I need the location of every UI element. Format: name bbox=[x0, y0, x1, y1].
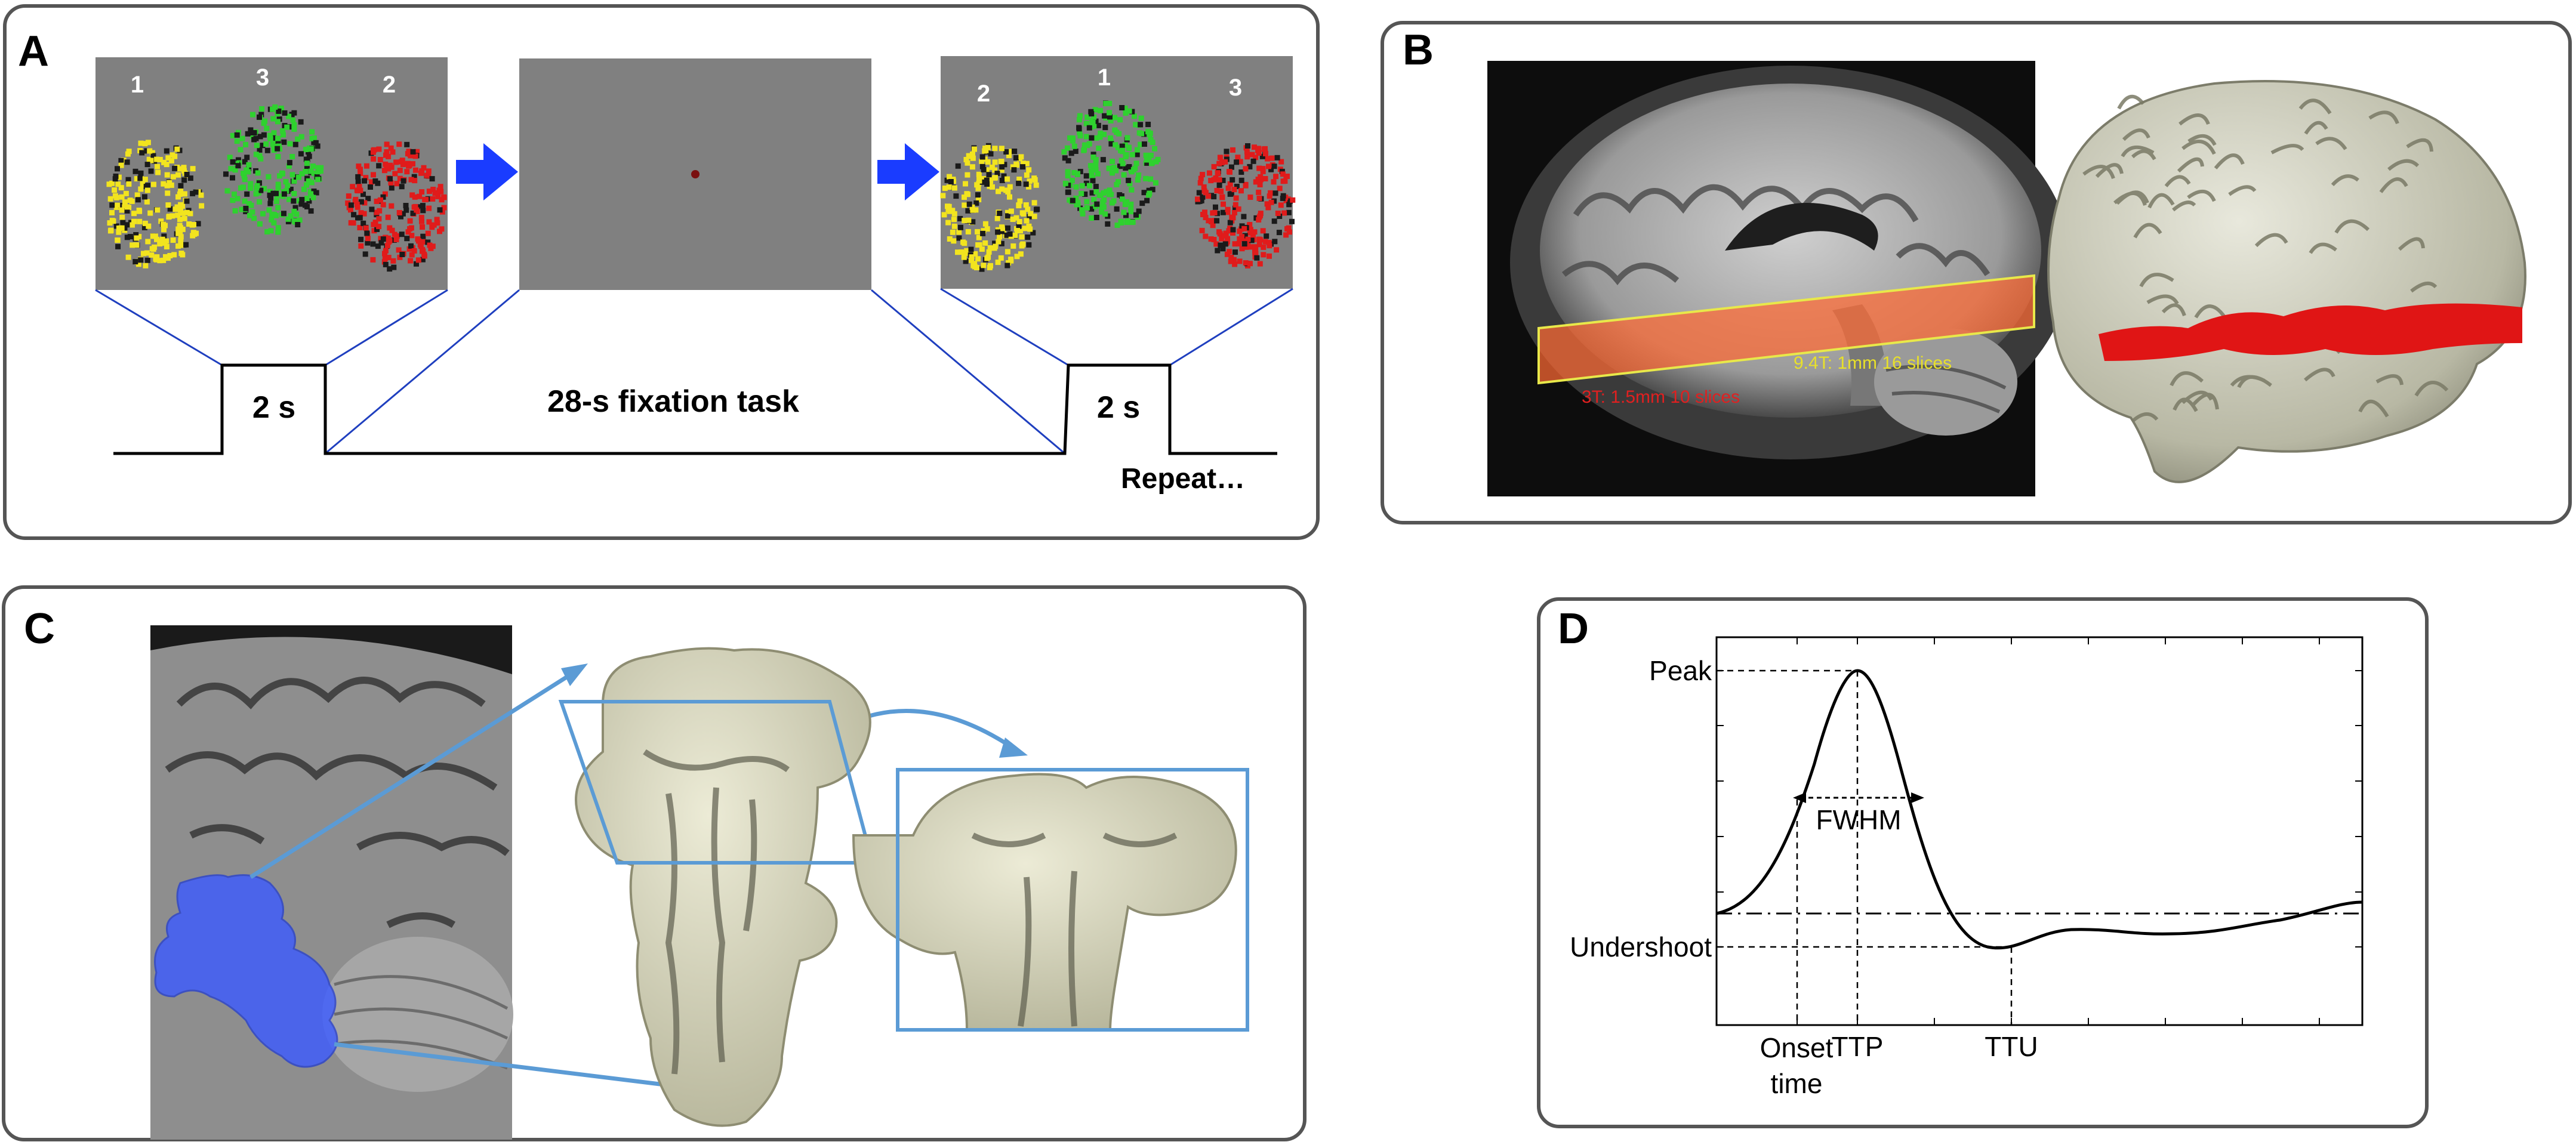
sagittal-mri-image bbox=[1487, 61, 2071, 496]
panel-c-letter: C bbox=[24, 605, 55, 653]
stim2-number-right: 3 bbox=[1229, 75, 1242, 101]
activated-slab-region bbox=[2099, 303, 2522, 361]
stim1-number-right: 2 bbox=[383, 72, 396, 98]
arrow-right-1 bbox=[456, 143, 518, 200]
ttu-label: TTU bbox=[1985, 1031, 2038, 1062]
panel-b-letter: B bbox=[1403, 26, 1434, 74]
stim1-number-left: 1 bbox=[131, 72, 144, 98]
panel-a: A 1 3 2 2 1 3 2 s 28-s fixati bbox=[3, 4, 1320, 540]
panel-d-letter: D bbox=[1558, 605, 1589, 653]
panel-a-letter: A bbox=[18, 27, 49, 75]
brainstem-roi-overlay bbox=[154, 874, 338, 1068]
arrow-head-curve bbox=[999, 737, 1028, 758]
peak-label: Peak bbox=[1649, 655, 1712, 686]
stim-duration-label-1: 2 s bbox=[252, 390, 295, 425]
slice-slab-outline bbox=[1537, 274, 2035, 385]
ttp-label: TTP bbox=[1832, 1031, 1884, 1062]
panel-b: B 9.4T: 1mm 16 slices 3T: 1.5mm 10 slice… bbox=[1381, 21, 2572, 524]
arrow-head-up bbox=[561, 663, 588, 686]
brainstem-3d-render bbox=[575, 647, 871, 1127]
panel-d: D FWHM Peak Undershoot Onset time TTP TT… bbox=[1537, 597, 2429, 1128]
onset-label: Onset bbox=[1760, 1032, 1834, 1063]
panel-d-frame bbox=[1537, 597, 2429, 1128]
stim2-number-left: 2 bbox=[977, 81, 990, 107]
stimulus-timeline bbox=[113, 363, 1277, 455]
onset-time-label: time bbox=[1771, 1068, 1823, 1099]
fixation-task-label: 28-s fixation task bbox=[547, 384, 799, 419]
stimulus-dot-patches-2 bbox=[940, 100, 1296, 272]
zoomed-brainstem-view bbox=[852, 768, 1249, 1032]
fwhm-arrow-right bbox=[1911, 792, 1924, 803]
arrow-right-2 bbox=[877, 143, 939, 200]
stim2-number-middle: 1 bbox=[1098, 64, 1111, 91]
cortical-surface-render bbox=[2047, 80, 2526, 483]
undershoot-label: Undershoot bbox=[1570, 931, 1712, 962]
hrf-curve bbox=[1716, 669, 2363, 950]
guide-lines bbox=[1717, 669, 2013, 1025]
projection-lines bbox=[95, 288, 1293, 455]
plot-ticks bbox=[1717, 637, 2362, 1025]
stim-duration-label-2: 2 s bbox=[1097, 390, 1140, 425]
fwhm-arrow-left bbox=[1793, 792, 1806, 803]
slab-label-3t: 3T: 1.5mm 10 slices bbox=[1582, 387, 1740, 407]
fixation-dot bbox=[691, 170, 700, 178]
stimulus-dot-patches-1 bbox=[106, 104, 447, 272]
fwhm-label: FWHM bbox=[1816, 804, 1901, 835]
plot-area-frame bbox=[1715, 636, 2364, 1026]
slice-slab-band bbox=[1539, 276, 2034, 383]
repeat-label: Repeat… bbox=[1121, 463, 1245, 495]
stim1-number-middle: 3 bbox=[256, 64, 269, 91]
panel-c: C bbox=[2, 585, 1307, 1141]
slab-label-9-4t: 9.4T: 1mm 16 slices bbox=[1794, 353, 1952, 373]
